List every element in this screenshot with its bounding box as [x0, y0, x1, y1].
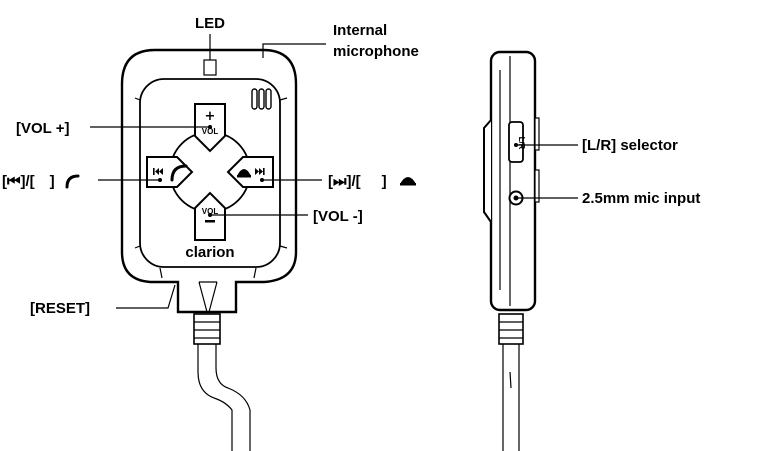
lr-selector-text: L/R: [517, 137, 526, 150]
side-cable: [502, 340, 520, 451]
side-strain-relief: [498, 313, 524, 345]
microphone-grille: [251, 88, 272, 110]
vol-down-sign: [205, 220, 215, 223]
next-track-icon: [255, 168, 265, 175]
next-end-label: [⏭]/[]: [328, 173, 387, 190]
cable: [197, 340, 251, 451]
vol-down-text: VOL: [202, 207, 219, 216]
strain-relief: [193, 313, 221, 345]
vol-minus-label: [VOL -]: [313, 208, 363, 225]
brand-logo: clarion: [185, 244, 234, 261]
prev-call-label: [⏮]/[]: [2, 173, 55, 190]
side-clip: [483, 119, 492, 223]
vol-up-sign: +: [205, 109, 216, 124]
internal-microphone-label-line2: microphone: [333, 43, 419, 60]
side-view: L/R: [483, 50, 540, 451]
vol-up-text: VOL: [202, 127, 219, 136]
reset-label: [RESET]: [30, 300, 90, 317]
front-view: + VOL VOL clarion: [120, 48, 298, 451]
side-body: [489, 50, 537, 312]
call-end-icon: [237, 169, 251, 178]
prev-call-label-icon: [65, 174, 80, 189]
mic-input-label: 2.5mm mic input: [582, 190, 700, 207]
side-callouts: [514, 143, 578, 200]
led-indicator: [203, 59, 217, 76]
call-answer-icon: [170, 164, 188, 182]
vol-plus-label: [VOL +]: [16, 120, 69, 137]
lr-selector-label: [L/R] selector: [582, 137, 678, 154]
prev-track-icon: [153, 168, 163, 175]
lr-selector-switch[interactable]: [508, 121, 524, 163]
led-label: LED: [195, 15, 225, 32]
front-callouts: [90, 34, 326, 309]
internal-microphone-label-line1: Internal: [333, 22, 387, 39]
frame-grooves: [134, 97, 288, 313]
next-end-label-icon: [400, 177, 416, 186]
